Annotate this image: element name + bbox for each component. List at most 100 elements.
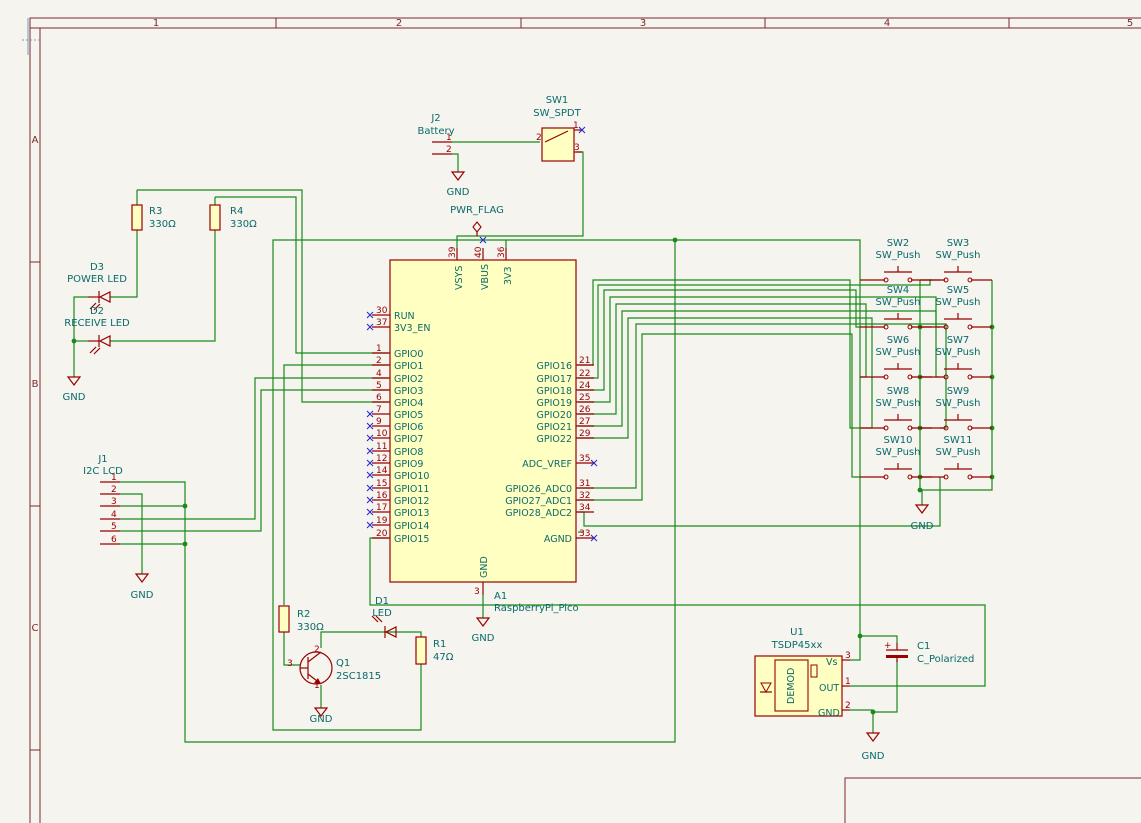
switch-value: SW_Push xyxy=(936,297,981,308)
pico-left-pin-name: 3V3_EN xyxy=(394,323,430,334)
u1-ir-receiver[interactable]: U1 TSDP45xx DEMOD Vs OUT GND 3 1 2 xyxy=(754,627,851,719)
d1-ref: D1 xyxy=(375,596,389,607)
svg-text:3: 3 xyxy=(111,497,117,507)
r1-resistor[interactable]: R1 47Ω xyxy=(415,636,454,665)
j2-pin1: 1 xyxy=(446,133,452,143)
r4-resistor[interactable]: R4 330Ω xyxy=(209,204,257,231)
pico-3v3: 3V3 xyxy=(503,266,514,285)
q1-transistor[interactable]: 3 2 1 Q1 2SC1815 xyxy=(287,645,381,691)
r3-resistor[interactable]: R3 330Ω xyxy=(131,204,176,231)
d1-value: LED xyxy=(372,608,392,619)
pico-left-pin-num: 4 xyxy=(376,369,382,379)
pico-a1[interactable]: 39 40 36 VSYS VBUS 3V3 3 GND A1 Raspberr… xyxy=(389,236,579,614)
q1-ref: Q1 xyxy=(336,658,350,669)
d1-led[interactable]: D1 LED xyxy=(371,596,397,638)
svg-text:1: 1 xyxy=(845,677,851,687)
svg-text:3: 3 xyxy=(845,651,851,661)
pico-right-pin-num: 26 xyxy=(579,405,591,415)
border-row-a: A xyxy=(32,135,39,146)
border-col-4: 4 xyxy=(884,18,890,29)
pwr-flag-label: PWR_FLAG xyxy=(450,205,504,216)
gnd-symbol-j1: GND xyxy=(131,573,154,601)
switch-value: SW_Push xyxy=(936,347,981,358)
junction-dots xyxy=(71,237,995,715)
switch-value: SW_Push xyxy=(936,398,981,409)
pico-right-pin-num: 33 xyxy=(579,529,590,539)
switch-value: SW_Push xyxy=(876,297,921,308)
sheet-border xyxy=(22,17,1141,823)
gnd-symbol-u1: GND xyxy=(862,732,885,762)
pico-left-pin-num: 30 xyxy=(376,306,388,316)
svg-text:GND: GND xyxy=(63,392,86,403)
c1-value: C_Polarized xyxy=(917,654,974,665)
pico-vbus: VBUS xyxy=(480,264,491,290)
gnd-label: GND xyxy=(447,187,470,198)
switch-value: SW_Push xyxy=(876,447,921,458)
pico-right-pin-name: GPIO28_ADC2 xyxy=(505,508,572,519)
svg-text:4: 4 xyxy=(111,510,117,520)
pwr-flag: PWR_FLAG xyxy=(450,205,504,236)
pico-left-pin-num: 20 xyxy=(376,529,388,539)
border-row-b: B xyxy=(32,379,39,390)
pico-left-pin-num: 11 xyxy=(376,442,387,452)
pico-right-pin-name: ADC_VREF xyxy=(522,459,572,470)
svg-text:GND: GND xyxy=(911,521,934,532)
d2-receive-led[interactable]: D2 RECEIVE LED xyxy=(64,306,130,355)
pico-right-pin-name: AGND xyxy=(544,534,572,545)
svg-text:2: 2 xyxy=(845,701,851,711)
pico-right-pin-num: 35 xyxy=(579,454,590,464)
switch-value: SW_Push xyxy=(936,447,981,458)
border-col-5: 5 xyxy=(1127,18,1133,29)
j2-battery[interactable]: J2 Battery 1 2 xyxy=(417,113,454,155)
pico-pin39: 39 xyxy=(448,246,458,258)
switch-ref: SW6 xyxy=(887,335,910,346)
pico-left-pin-name: GPIO5 xyxy=(394,410,423,421)
svg-text:6: 6 xyxy=(111,535,117,545)
sw1-ref: SW1 xyxy=(546,95,569,106)
pico-left-pin-num: 12 xyxy=(376,454,387,464)
pico-left-pin-num: 9 xyxy=(376,417,382,427)
pico-left-pin-name: GPIO10 xyxy=(394,471,429,482)
d3-power-led[interactable]: D3 POWER LED xyxy=(67,262,127,311)
pico-right-pin-num: 25 xyxy=(579,393,590,403)
sw1-pin1: 1 xyxy=(573,121,579,131)
gnd-symbol-q1: GND xyxy=(310,707,333,725)
sw1-pin3: 3 xyxy=(574,143,580,153)
j1-value: I2C LCD xyxy=(83,466,123,477)
gnd-symbol-leds: GND xyxy=(63,376,86,403)
pico-left-pin-name: GPIO0 xyxy=(394,349,423,360)
pico-left-pin-name: GPIO11 xyxy=(394,484,429,495)
j1-i2c-lcd[interactable]: J1 I2C LCD 1 2 3 4 5 6 xyxy=(83,454,123,545)
pico-vsys: VSYS xyxy=(454,266,465,290)
pico-right-pin-num: 22 xyxy=(579,369,590,379)
c1-capacitor[interactable]: + C1 C_Polarized xyxy=(884,641,974,665)
pico-right-pin-num: 27 xyxy=(579,417,590,427)
pico-left-pin-name: GPIO9 xyxy=(394,459,423,470)
pico-right-pin-num: 34 xyxy=(579,503,591,513)
r2-ref: R2 xyxy=(297,609,310,620)
r2-resistor[interactable]: R2 330Ω xyxy=(278,605,324,633)
r3-value: 330Ω xyxy=(149,219,176,230)
pico-left-pin-name: GPIO2 xyxy=(394,374,423,385)
pico-left-pin-name: GPIO12 xyxy=(394,496,429,507)
q1-value: 2SC1815 xyxy=(336,671,381,682)
svg-text:1: 1 xyxy=(314,681,320,691)
switch-value: SW_Push xyxy=(876,398,921,409)
pico-left-pin-name: GPIO4 xyxy=(394,398,423,409)
pico-left-pin-num: 6 xyxy=(376,393,382,403)
sw1-spdt[interactable]: SW1 SW_SPDT 2 1 3 xyxy=(533,95,586,162)
switch-ref: SW10 xyxy=(884,435,913,446)
pico-right-pin-name: GPIO18 xyxy=(537,386,572,397)
switch-ref: SW11 xyxy=(944,435,973,446)
